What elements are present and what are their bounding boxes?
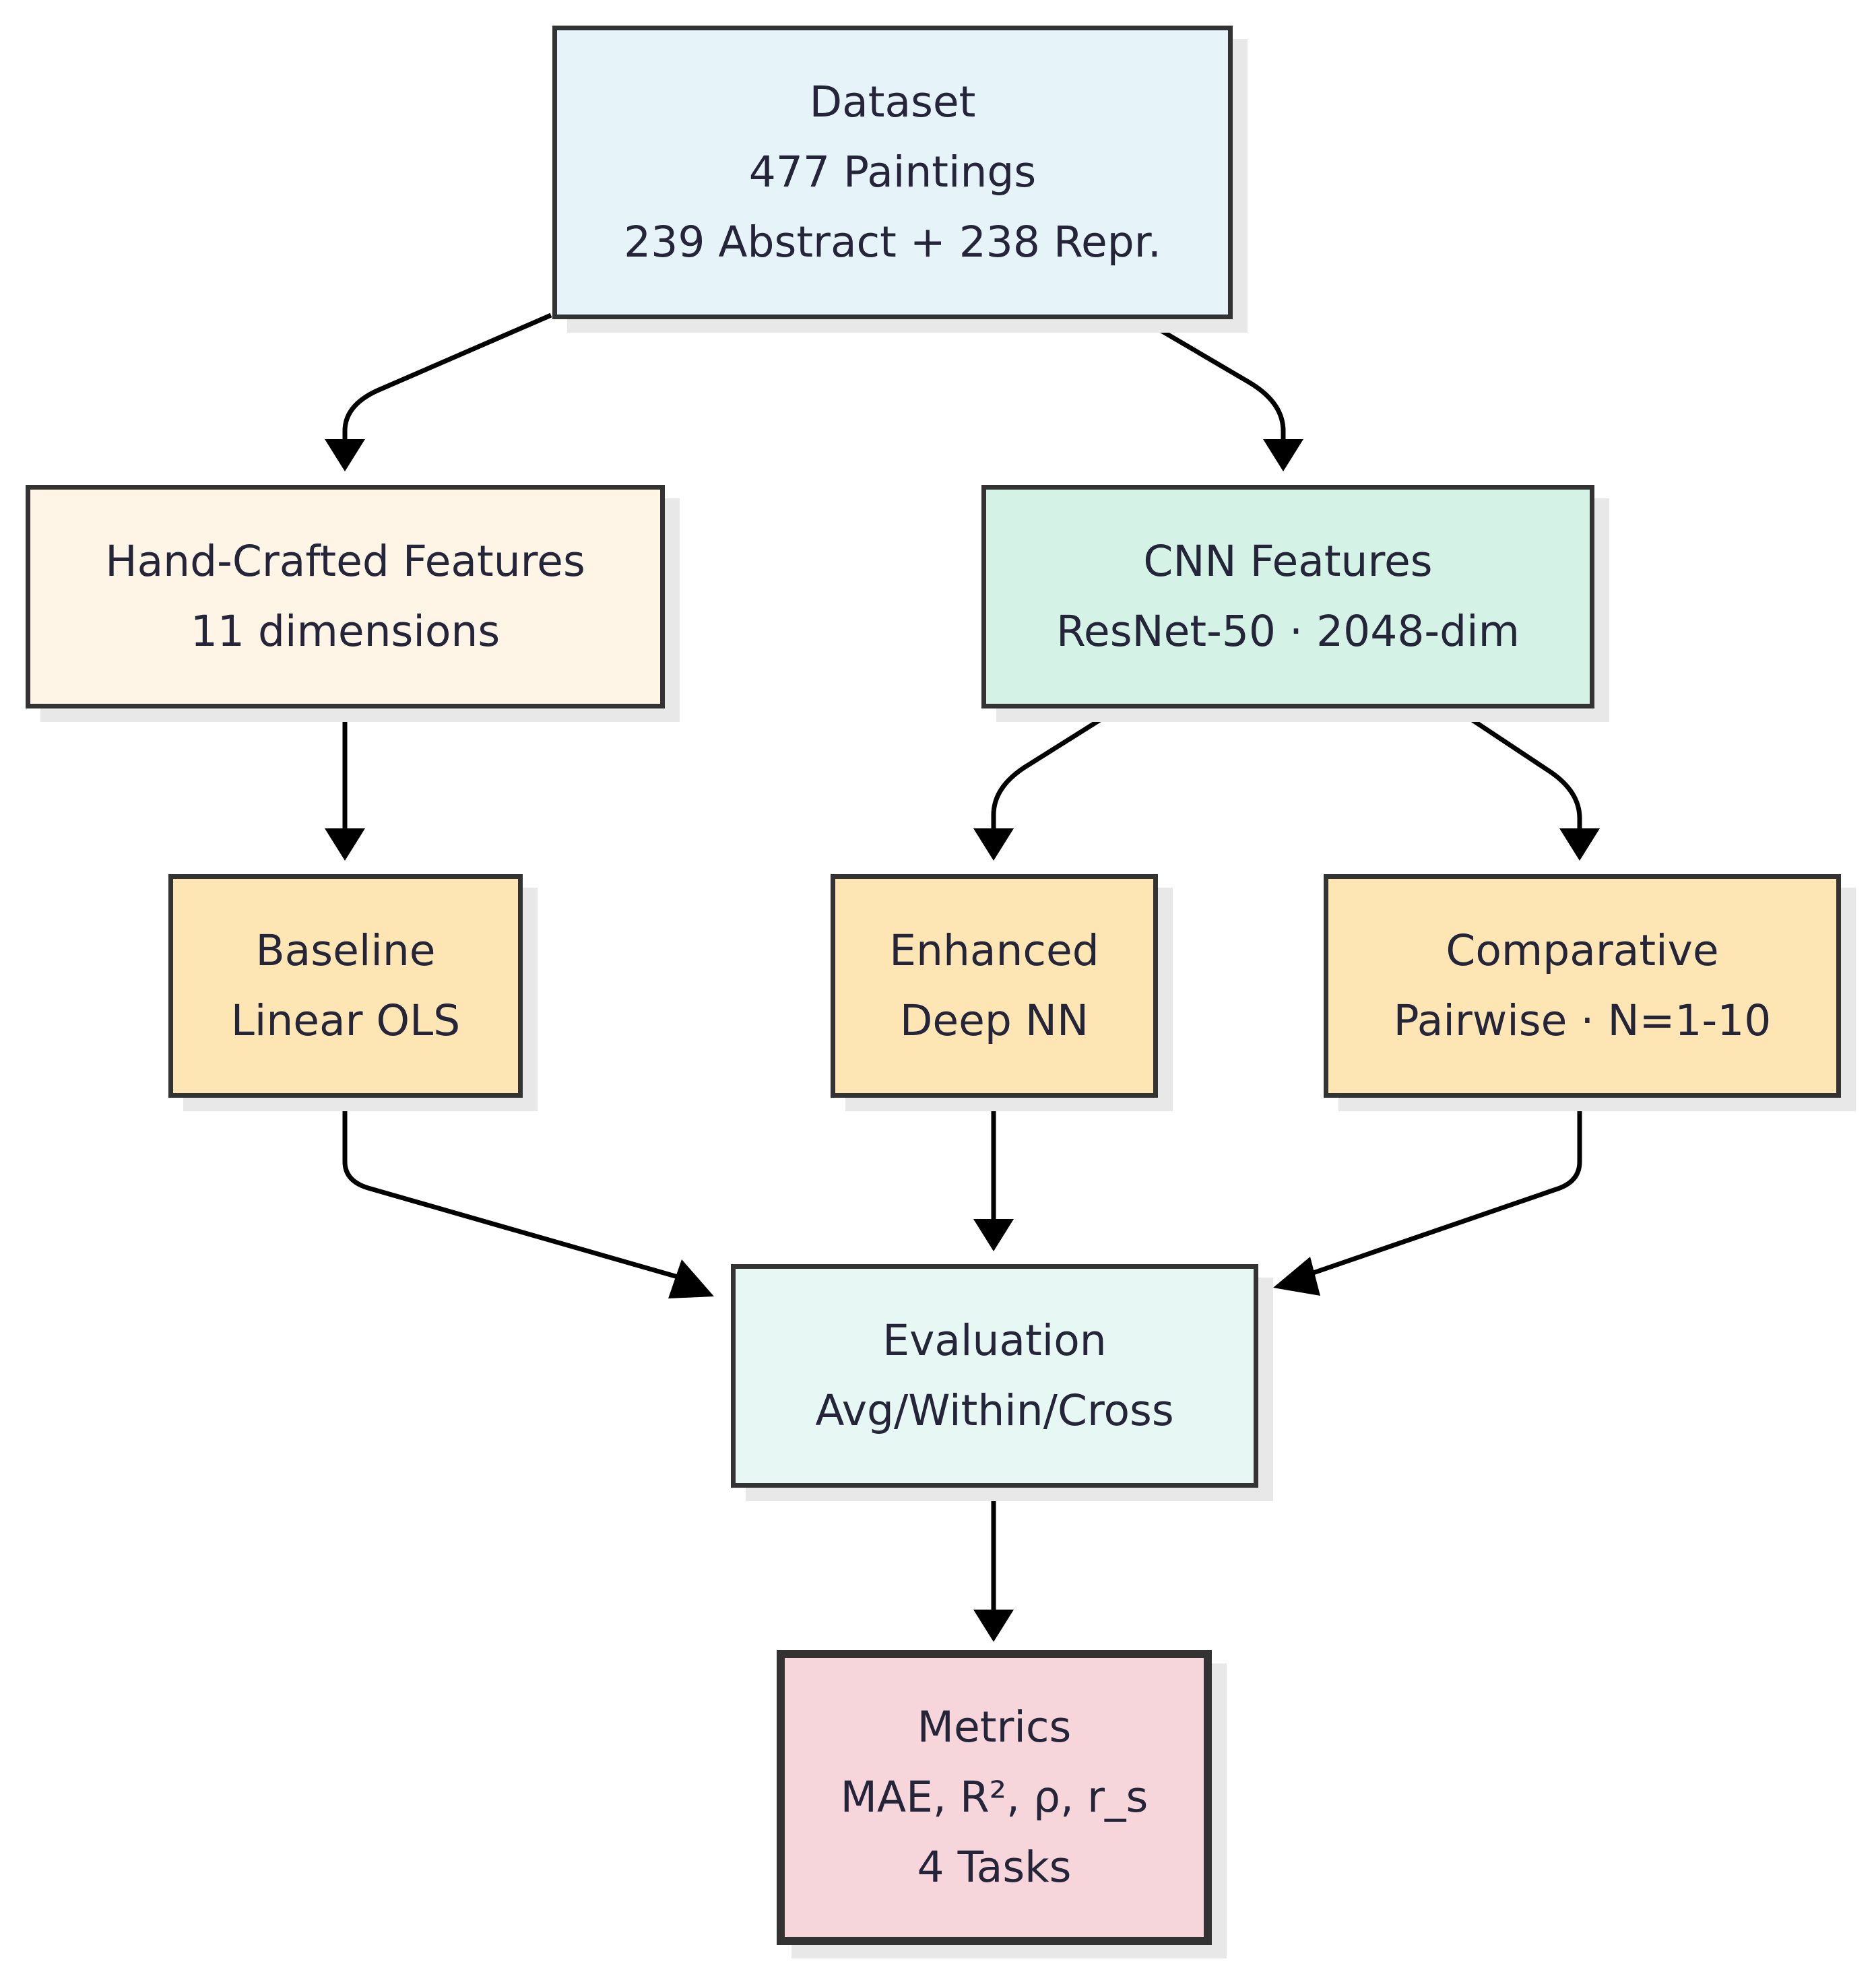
metrics-node: Metrics MAE, R², ρ, r_s 4 Tasks bbox=[777, 1650, 1212, 1945]
handcrafted-title: Hand-Crafted Features bbox=[105, 537, 585, 586]
edge-dataset-handcrafted bbox=[325, 312, 552, 471]
baseline-title: Baseline bbox=[255, 926, 436, 975]
metrics-tasks: 4 Tasks bbox=[917, 1843, 1072, 1892]
edge-evaluation-metrics bbox=[973, 1488, 1014, 1642]
handcrafted-features-node: Hand-Crafted Features 11 dimensions bbox=[26, 485, 665, 708]
cnn-detail: ResNet-50 · 2048-dim bbox=[1056, 607, 1520, 656]
metrics-title: Metrics bbox=[917, 1703, 1072, 1752]
edge-comparative-evaluation bbox=[1273, 1098, 1582, 1296]
edge-cnn-enhanced bbox=[973, 706, 1120, 861]
comparative-node: Comparative Pairwise · N=1-10 bbox=[1324, 874, 1841, 1098]
cnn-title: CNN Features bbox=[1143, 537, 1433, 586]
edge-enhanced-evaluation bbox=[973, 1098, 1014, 1251]
evaluation-node: Evaluation Avg/Within/Cross bbox=[731, 1264, 1258, 1488]
dataset-title: Dataset bbox=[809, 77, 976, 127]
cnn-features-node: CNN Features ResNet-50 · 2048-dim bbox=[981, 485, 1594, 708]
enhanced-detail: Deep NN bbox=[899, 996, 1089, 1045]
edge-handcrafted-baseline bbox=[325, 708, 365, 861]
dataset-split: 239 Abstract + 238 Repr. bbox=[624, 218, 1161, 267]
evaluation-title: Evaluation bbox=[882, 1316, 1107, 1365]
enhanced-title: Enhanced bbox=[889, 926, 1099, 975]
dataset-node: Dataset 477 Paintings 239 Abstract + 238… bbox=[552, 26, 1233, 319]
dataset-count: 477 Paintings bbox=[748, 147, 1037, 197]
baseline-detail: Linear OLS bbox=[230, 996, 461, 1045]
evaluation-detail: Avg/Within/Cross bbox=[815, 1386, 1174, 1435]
comparative-detail: Pairwise · N=1-10 bbox=[1393, 996, 1772, 1045]
baseline-node: Baseline Linear OLS bbox=[168, 874, 523, 1098]
metrics-list: MAE, R², ρ, r_s bbox=[840, 1773, 1149, 1822]
handcrafted-detail: 11 dimensions bbox=[190, 607, 500, 656]
edge-dataset-cnn bbox=[1140, 317, 1303, 471]
edge-baseline-evaluation bbox=[342, 1098, 714, 1298]
enhanced-node: Enhanced Deep NN bbox=[831, 874, 1158, 1098]
edge-cnn-comparative bbox=[1454, 706, 1600, 861]
comparative-title: Comparative bbox=[1446, 926, 1719, 975]
